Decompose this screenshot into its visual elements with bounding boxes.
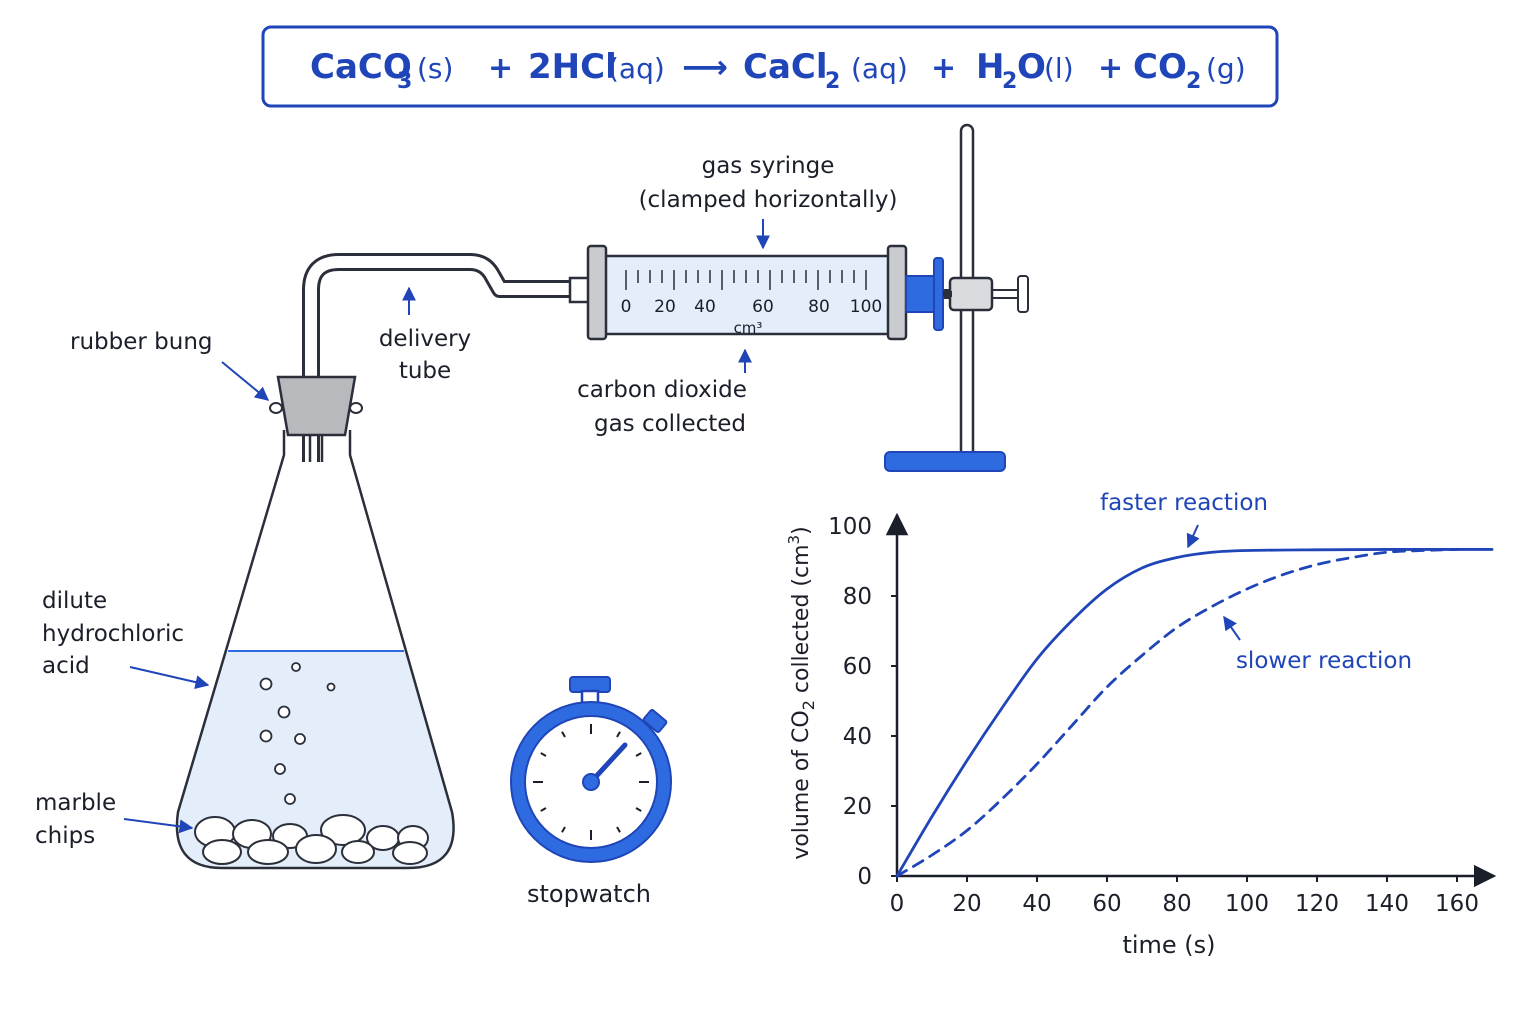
syringe-plunger <box>905 275 937 313</box>
equation-product2: H <box>976 47 1004 87</box>
series-line-faster <box>895 548 1494 878</box>
equation-product3-sub: 2 <box>1186 69 1201 94</box>
rubber-bung <box>276 375 357 437</box>
bubbles <box>259 662 336 805</box>
equation-arrow: ⟶ <box>682 48 728 86</box>
co2-collected-label-2: gas collected <box>594 411 746 437</box>
clamp-boss <box>948 276 994 312</box>
series-label-faster: faster reaction <box>1100 490 1268 516</box>
x-tick-label: 40 <box>1022 891 1051 917</box>
syringe-scale-80: 80 <box>808 297 830 317</box>
x-axis-label: time (s) <box>1122 931 1215 959</box>
y-tick-label: 20 <box>843 794 872 820</box>
x-tick-label: 20 <box>952 891 981 917</box>
syringe-scale-20: 20 <box>654 297 676 317</box>
equation-reactant1-state: (s) <box>417 52 453 85</box>
flask-outline <box>175 430 455 870</box>
stopwatch-tick <box>616 731 621 738</box>
x-tick-labels: 0 20 40 60 80 100 120 140 160 <box>890 876 1479 917</box>
y-tick-label: 80 <box>843 584 872 610</box>
gas-syringe-label-1: gas syringe <box>702 153 835 179</box>
acid-label-3: acid <box>42 653 90 679</box>
x-tick-label: 60 <box>1092 891 1121 917</box>
x-tick-label: 0 <box>890 891 905 917</box>
reaction-equation: CaCO 3 (s) + 2HCl (aq) ⟶ CaCl 2 (aq) + H… <box>261 25 1279 108</box>
syringe-unit: cm³ <box>734 319 763 337</box>
marble-chips <box>194 814 429 865</box>
acid-label-2: hydrochloric <box>42 621 184 647</box>
stopwatch-tick <box>635 752 642 757</box>
equation-product1: CaCl <box>743 47 828 87</box>
syringe-scale-100: 100 <box>850 297 882 317</box>
syringe-scale-40: 40 <box>694 297 716 317</box>
stopwatch-label: stopwatch <box>527 880 651 908</box>
series-label-slower: slower reaction <box>1236 648 1412 674</box>
syringe-scale-60: 60 <box>752 297 774 317</box>
conical-flask <box>175 375 455 870</box>
gas-syringe-label-2: (clamped horizontally) <box>639 187 898 213</box>
equation-plus-3: + <box>1098 51 1123 86</box>
x-tick-label: 100 <box>1225 891 1269 917</box>
marble-pointer <box>123 818 194 834</box>
equation-product2-tail: O <box>1017 47 1046 87</box>
x-tick-label: 80 <box>1162 891 1191 917</box>
syringe-scale-0: 0 <box>621 297 632 317</box>
series-line-slower <box>895 548 1459 878</box>
slower-pointer <box>1223 615 1241 641</box>
stopwatch-tick <box>540 752 547 757</box>
co2-collected-label-1: carbon dioxide <box>577 377 747 403</box>
y-tick-labels: 0 20 40 60 80 100 <box>828 514 897 890</box>
gas-syringe: 0 20 40 60 80 100 cm³ <box>568 244 952 341</box>
x-tick-label: 140 <box>1365 891 1409 917</box>
x-tick-label: 160 <box>1435 891 1479 917</box>
equation-plus-2: + <box>931 51 956 86</box>
delivery-tube <box>302 253 572 462</box>
delivery-tube-label-2: tube <box>399 358 451 384</box>
delivery-tube-label-1: delivery <box>379 326 471 352</box>
equation-plus-1: + <box>488 51 513 86</box>
stopwatch-tick <box>540 807 547 812</box>
volume-time-graph: 0 20 40 60 80 100 0 20 40 60 80 100 120 140 160 time … <box>785 490 1497 959</box>
equation-product3: CO <box>1133 47 1187 87</box>
stopwatch-tick <box>635 807 642 812</box>
syringe-scale <box>625 270 867 290</box>
stopwatch-ticks <box>533 724 649 840</box>
stopwatch-tick <box>616 826 621 833</box>
equation-product1-state: (aq) <box>851 52 908 85</box>
y-tick-label: 100 <box>828 514 872 540</box>
y-tick-label: 40 <box>843 724 872 750</box>
stopwatch-icon <box>510 676 672 863</box>
equation-reactant2: 2HCl <box>528 47 617 87</box>
equation-product2-state: (l) <box>1044 52 1074 85</box>
acid-label-1: dilute <box>42 588 107 614</box>
equation-product2-sub: 2 <box>1002 69 1017 94</box>
equation-product1-sub: 2 <box>825 69 840 94</box>
rubber-bung-pointer <box>221 361 270 401</box>
syringe-barrel <box>603 254 892 336</box>
equation-reactant1-sub: 3 <box>397 69 412 94</box>
stopwatch-tick <box>561 826 566 833</box>
chart-series <box>895 548 1494 878</box>
x-tick-label: 120 <box>1295 891 1339 917</box>
equation-reactant2-state: (aq) <box>608 52 665 85</box>
clamp-screw <box>1017 275 1029 313</box>
acid-pointer <box>129 666 210 689</box>
marble-label-2: chips <box>35 823 95 849</box>
equation-product3-state: (g) <box>1206 52 1246 85</box>
marble-label-1: marble <box>35 790 116 816</box>
rubber-bung-label: rubber bung <box>70 329 213 355</box>
y-tick-label: 60 <box>843 654 872 680</box>
stopwatch-tick <box>561 731 566 738</box>
equation-reactant1: CaCO <box>310 47 412 87</box>
y-axis-label: volume of CO2 collected (cm3) <box>785 526 818 859</box>
y-tick-label: 0 <box>857 864 872 890</box>
faster-pointer <box>1186 524 1200 549</box>
